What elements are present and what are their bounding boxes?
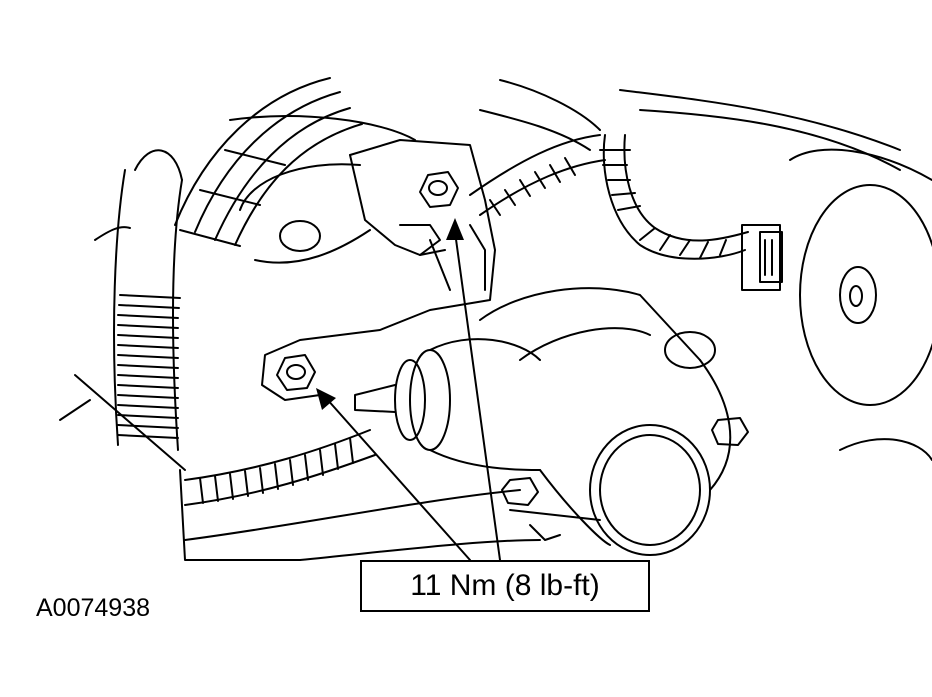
figure-id-label: A0074938 bbox=[36, 594, 151, 622]
pulley bbox=[789, 148, 932, 461]
electrical-connector bbox=[741, 224, 783, 291]
torque-callout: 11 Nm (8 lb-ft) bbox=[360, 560, 650, 612]
background-hoses bbox=[469, 79, 901, 216]
arrowhead-lower-bolt bbox=[316, 388, 336, 410]
corrugated-tube-lower bbox=[184, 429, 541, 561]
leader-lines bbox=[325, 231, 501, 561]
corrugated-tube-left bbox=[113, 149, 183, 451]
mounting-bracket bbox=[261, 139, 496, 401]
arrowhead-upper-bolt bbox=[446, 218, 464, 240]
engine-block bbox=[59, 115, 416, 561]
lower-bolt bbox=[276, 354, 316, 391]
wire-harness-right bbox=[599, 134, 749, 260]
upper-bolt bbox=[419, 171, 459, 208]
actuator-motor bbox=[354, 287, 749, 556]
wire-harness-left bbox=[174, 77, 363, 247]
